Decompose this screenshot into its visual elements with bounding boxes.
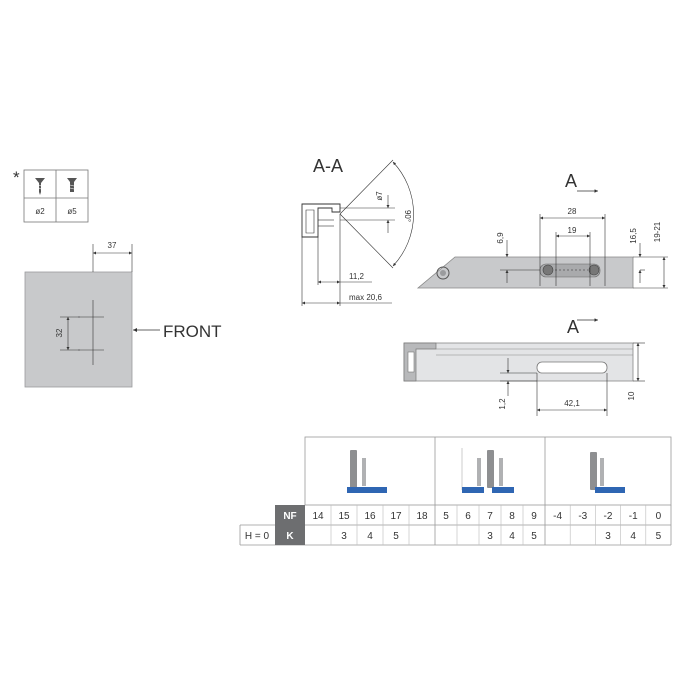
k-cell: 3 (605, 531, 611, 542)
section-a-a: A-A 90° ø7 11,2 max 20,6 (301, 156, 414, 306)
plate-dim-32: 32 (55, 328, 64, 337)
dowel-icon (67, 178, 77, 192)
asterisk: * (13, 168, 20, 187)
dim-28: 28 (568, 207, 577, 216)
nf-header-cell (275, 505, 305, 525)
dim-1-2: 1,2 (498, 398, 507, 410)
section-title: A-A (313, 156, 343, 176)
nf-cell: -3 (578, 511, 587, 522)
screw-icon (35, 178, 45, 195)
k-row: 3 4 5 3 4 5 3 4 5 (341, 531, 661, 542)
view-label-top: A (565, 171, 577, 191)
k-cell: 4 (630, 531, 636, 542)
mounting-plate: 37 32 FRONT (24, 241, 222, 388)
dim-10: 10 (627, 391, 636, 400)
k-cell: 5 (656, 531, 662, 542)
nf-cell: 16 (364, 511, 376, 522)
screw-table: * ø2 ø5 (13, 168, 89, 223)
k-header-cell (275, 525, 305, 545)
nf-cell: 0 (656, 511, 662, 522)
dim-42-1: 42,1 (564, 399, 580, 408)
nf-row: 14 15 16 17 18 5 6 7 8 9 -4 -3 -2 -1 0 (312, 511, 661, 522)
table-column-lines (330, 505, 647, 545)
dim-max-20-6: max 20,6 (349, 293, 382, 302)
k-cell: 4 (367, 531, 373, 542)
side-view: A 42,1 1,2 10 (403, 317, 645, 416)
dim-16-5: 16,5 (629, 228, 638, 244)
k-cell: 3 (341, 531, 347, 542)
dim-19: 19 (568, 226, 577, 235)
nf-cell: -2 (604, 511, 613, 522)
screw-diameter-1: ø2 (35, 207, 45, 216)
nf-label: NF (283, 511, 296, 522)
diameter-dim: ø7 (375, 191, 384, 201)
dim-11-2: 11,2 (349, 272, 365, 281)
k-label: K (286, 531, 294, 542)
angle-dim: 90° (403, 210, 412, 222)
k-cell: 3 (487, 531, 493, 542)
nf-cell: 9 (531, 511, 537, 522)
nf-cell: 17 (390, 511, 402, 522)
nf-cell: -4 (553, 511, 562, 522)
view-label-side: A (567, 317, 579, 337)
dim-19-21: 19-21 (653, 221, 662, 242)
nf-cell: 7 (487, 511, 493, 522)
nf-cell: 8 (509, 511, 515, 522)
plate-dim-37: 37 (108, 241, 117, 250)
k-cell: 4 (509, 531, 515, 542)
nf-cell: -1 (629, 511, 638, 522)
nf-cell: 14 (312, 511, 324, 522)
k-cell: 5 (393, 531, 399, 542)
nf-cell: 6 (465, 511, 471, 522)
inset-icon (590, 452, 625, 493)
dim-6-9: 6,9 (496, 232, 505, 244)
nf-cell: 15 (338, 511, 350, 522)
h-label: H = 0 (245, 531, 270, 542)
front-label: FRONT (163, 322, 222, 341)
k-cell: 5 (531, 531, 537, 542)
nf-cell: 5 (443, 511, 449, 522)
top-view: A 28 19 6,9 16,5 19-21 (416, 171, 668, 289)
screw-diameter-2: ø5 (67, 207, 77, 216)
full-overlay-icon (347, 450, 387, 493)
nf-cell: 18 (416, 511, 428, 522)
half-overlay-icon (461, 448, 514, 493)
